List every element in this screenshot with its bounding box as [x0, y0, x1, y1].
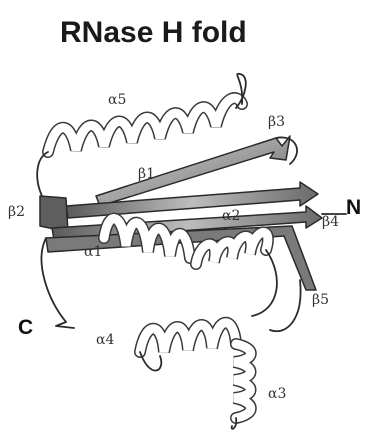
beta-sheet — [40, 136, 322, 290]
label-alpha1: α1 — [84, 244, 102, 260]
helix-alpha3 — [232, 344, 251, 429]
figure-title: RNase H fold — [60, 16, 247, 49]
loop-alpha5-beta2 — [37, 152, 48, 196]
loop-beta5-alpha4 — [270, 280, 301, 331]
label-alpha4: α4 — [96, 332, 114, 348]
helix-alpha4 — [140, 323, 236, 371]
label-alpha3: α3 — [268, 386, 286, 402]
label-beta4: β4 — [322, 214, 339, 230]
label-alpha2: α2 — [222, 208, 240, 224]
helix-alpha5 — [48, 74, 246, 152]
label-beta5: β5 — [312, 292, 329, 308]
loop-alpha2-beta5 — [252, 250, 277, 316]
label-beta2: β2 — [8, 204, 25, 220]
label-beta3: β3 — [268, 114, 285, 130]
label-alpha5: α5 — [108, 92, 126, 108]
label-beta1: β1 — [138, 166, 155, 182]
label-c-terminus: C — [18, 316, 33, 339]
label-n-terminus: N — [346, 196, 361, 219]
